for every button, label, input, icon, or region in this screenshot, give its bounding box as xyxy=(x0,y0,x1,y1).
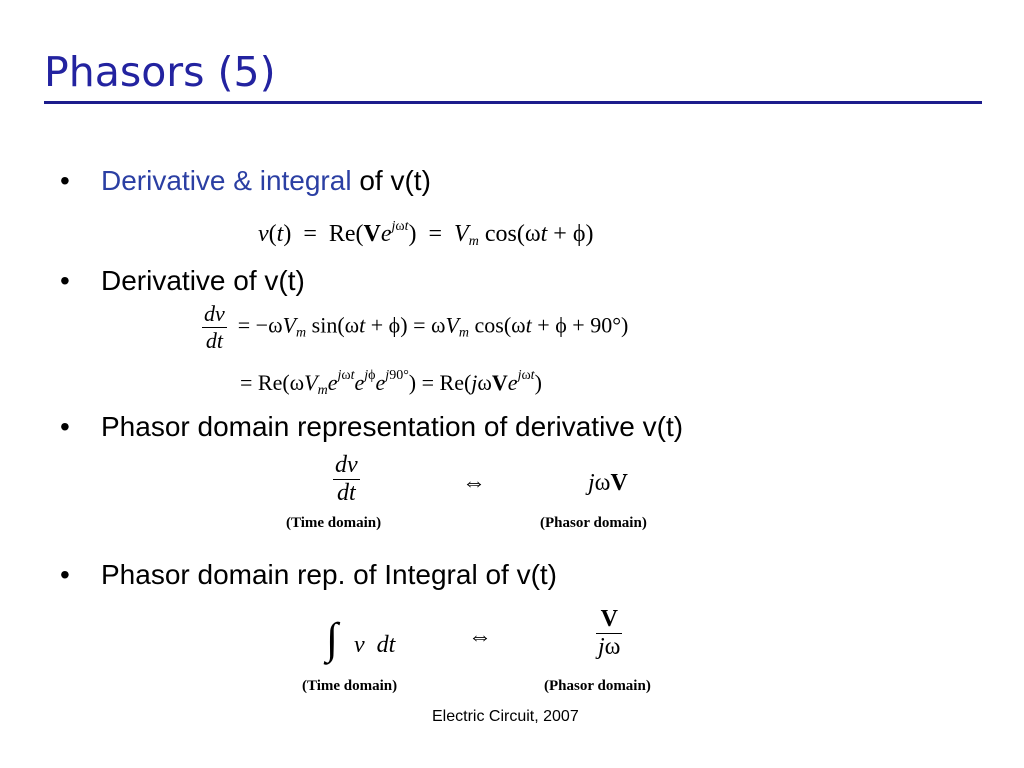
footer-text: Electric Circuit, 2007 xyxy=(432,708,579,725)
bullet-text: Phasor domain representation of derivati… xyxy=(101,411,684,442)
equation-vt-definition: v(t) = Re(Vejωt) = Vm cos(ωt + ϕ) xyxy=(258,219,594,249)
bullet-marker: • xyxy=(60,165,70,196)
bullet-marker: • xyxy=(60,559,70,590)
bullet-text: Derivative of v(t) xyxy=(101,265,305,296)
label-time-domain: (Time domain) xyxy=(302,678,398,694)
equivalence-icon: ⇔ xyxy=(468,624,492,650)
label-phasor-domain: (Phasor domain) xyxy=(544,678,651,694)
highlight-text: Derivative & integral xyxy=(101,165,352,196)
equation-derivative-line2: = Re(ωVmejωtejϕej90°) = Re(jωVejωt) xyxy=(240,368,542,398)
label-time-domain: (Time domain) xyxy=(286,515,382,531)
derivative-phasor-domain-expr: jωV xyxy=(588,470,628,496)
bullet-marker: • xyxy=(60,265,70,296)
integral-time-domain-expr: v dt xyxy=(354,632,396,658)
bullet-text: Phasor domain rep. of Integral of v(t) xyxy=(101,559,557,590)
label-phasor-domain: (Phasor domain) xyxy=(540,515,647,531)
title-underline xyxy=(44,101,982,104)
bullet-marker: • xyxy=(60,411,70,442)
equivalence-icon: ⇔ xyxy=(462,470,486,496)
integral-sign: ∫ xyxy=(326,614,339,663)
bullet-text: of v(t) xyxy=(351,165,431,196)
slide-title: Phasors (5) xyxy=(44,48,276,96)
